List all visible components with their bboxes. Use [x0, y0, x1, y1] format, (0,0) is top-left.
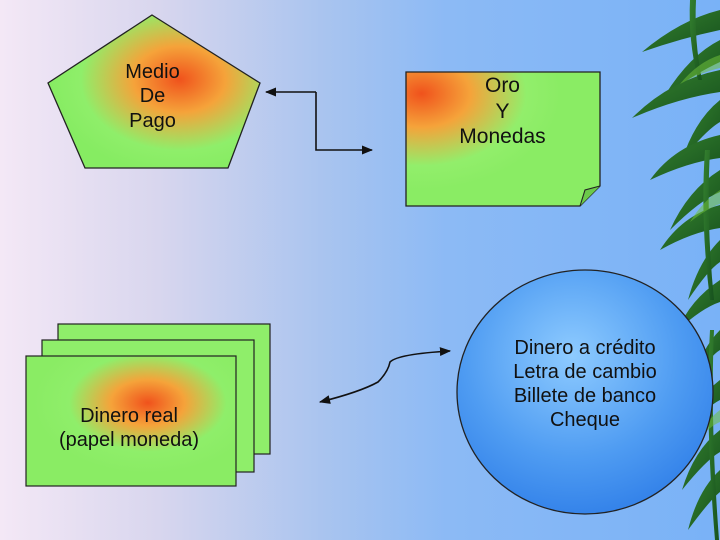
label-dinero-a-credito: Dinero a crédito Letra de cambio Billete… [470, 336, 700, 432]
note-folded-corner [579, 185, 601, 207]
curved-double-arrow [318, 347, 452, 404]
label-line: Monedas [459, 125, 546, 149]
elbow-connector-arrow [315, 92, 374, 155]
label-line: Y [495, 99, 510, 123]
label-line: Dinero real [80, 405, 178, 427]
label-line: Billete de banco [513, 385, 657, 407]
document-stack-dinero-real [25, 323, 271, 487]
oval-dinero-a-credito [456, 269, 714, 515]
label-line: Oro [484, 74, 520, 97]
label-dinero-real: Dinero real (papel moneda) [38, 404, 220, 453]
label-line: Dinero a crédito [514, 337, 656, 359]
label-line: De [139, 85, 166, 108]
label-line: Pago [129, 109, 176, 132]
pentagon-medio-de-pago [47, 14, 261, 169]
label-medio-de-pago: Medio De Pago [85, 60, 220, 133]
label-line: Medio [125, 61, 180, 83]
label-oro-y-monedas: Oro Y Monedas [405, 73, 600, 150]
label-line: (papel moneda) [58, 429, 200, 452]
label-line: Cheque [549, 409, 621, 431]
label-line: Letra de cambio [513, 361, 657, 383]
